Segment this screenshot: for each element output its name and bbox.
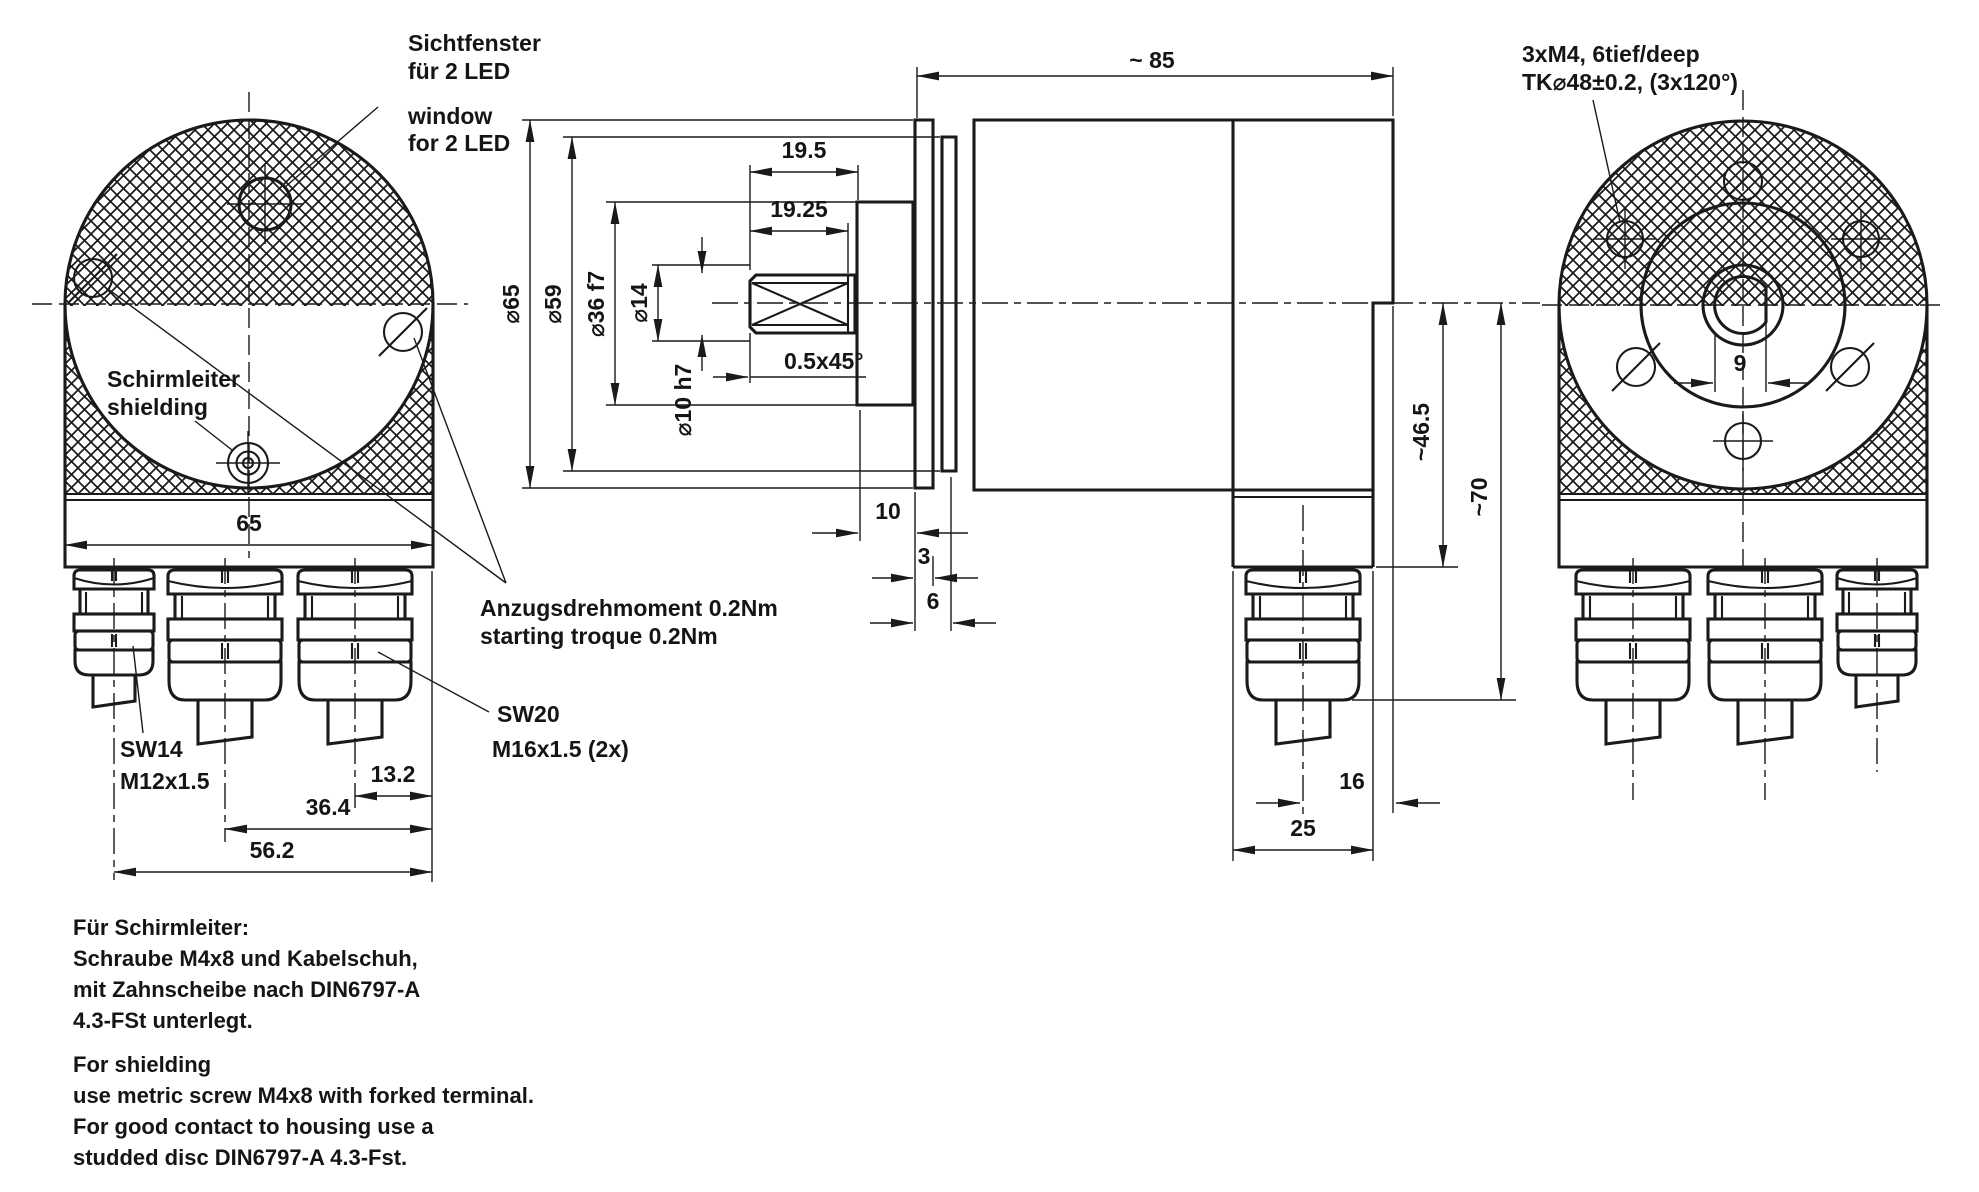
label-schirmleiter: Schirmleiter <box>107 366 240 392</box>
note-de-1: Für Schirmleiter: <box>73 915 249 940</box>
dim-19-25: 19.25 <box>749 196 849 273</box>
svg-text:6: 6 <box>927 588 940 614</box>
shield-terminal-screw <box>216 431 280 495</box>
label-sw20: SW20 <box>497 701 560 727</box>
svg-text:~70: ~70 <box>1466 477 1492 516</box>
housing-body <box>972 118 1395 492</box>
dim-13-2: 13.2 <box>354 761 433 801</box>
leader-shielding <box>194 420 233 451</box>
label-window-2: for 2 LED <box>408 130 510 156</box>
note-en-4: studded disc DIN6797-A 4.3-Fst. <box>73 1145 407 1170</box>
rear-clamp-hatch <box>1559 121 1928 494</box>
leader-led-window <box>284 106 379 188</box>
dim-d10: ⌀10 h7 <box>670 237 707 437</box>
dim-56-2: 56.2 <box>113 837 433 877</box>
gland-centerlines <box>113 558 356 880</box>
label-sw14: SW14 <box>120 736 183 762</box>
dim-19-5: 19.5 <box>749 137 859 270</box>
note-de-2: Schraube M4x8 und Kabelschuh, <box>73 946 418 971</box>
svg-text:~46.5: ~46.5 <box>1408 403 1434 461</box>
leader-sw14 <box>132 645 144 734</box>
label-m16: M16x1.5 (2x) <box>492 736 629 762</box>
pilot-d36 <box>855 200 915 407</box>
svg-text:3: 3 <box>918 543 931 569</box>
svg-text:65: 65 <box>236 510 262 536</box>
svg-text:19.5: 19.5 <box>782 137 827 163</box>
svg-text:⌀14: ⌀14 <box>626 283 652 323</box>
svg-text:19.25: 19.25 <box>770 196 828 222</box>
notes-block: Für Schirmleiter: Schraube M4x8 und Kabe… <box>73 915 534 1170</box>
dim-d65: ⌀65 <box>498 119 913 489</box>
rear-pilot-circle <box>1639 201 1847 409</box>
dim-36-4: 36.4 <box>224 794 433 834</box>
label-torque-de: Anzugsdrehmoment 0.2Nm <box>480 595 778 621</box>
dim-85: ~ 85 <box>916 47 1394 118</box>
dim-10: 10 <box>812 498 968 538</box>
dim-d36: ⌀36 f7 <box>583 201 857 406</box>
note-de-3: mit Zahnscheibe nach DIN6797-A <box>73 977 420 1002</box>
dim-chamfer: 0.5x45° <box>713 333 866 383</box>
label-torque-en: starting troque 0.2Nm <box>480 623 718 649</box>
svg-text:⌀36 f7: ⌀36 f7 <box>583 271 609 337</box>
leader-sw20 <box>377 651 490 713</box>
front-view: 65 13.2 36.4 56.2 Sichtfenster für 2 LED… <box>32 30 778 882</box>
label-tk48: TK⌀48±0.2, (3x120°) <box>1522 69 1738 95</box>
rear-clamp-joint-lines <box>1559 492 1927 502</box>
rear-hub-circle <box>1701 263 1785 347</box>
svg-text:⌀10 h7: ⌀10 h7 <box>670 364 696 437</box>
front-clamp-block <box>63 306 435 569</box>
flange-plate <box>913 118 935 490</box>
dim-25: 25 <box>1232 571 1374 861</box>
dim-3: 3 <box>872 543 978 583</box>
svg-text:16: 16 <box>1339 768 1365 794</box>
shaft <box>748 273 857 335</box>
label-3xm4: 3xM4, 6tief/deep <box>1522 41 1700 67</box>
dim-70: ~70 <box>1352 302 1516 701</box>
dim-d14: ⌀14 <box>626 264 663 342</box>
note-en-3: For good contact to housing use a <box>73 1114 434 1139</box>
front-clamp-hatch <box>65 120 434 494</box>
rear-housing-circle <box>1557 119 1929 491</box>
rear-bore-with-flat <box>1713 274 1768 336</box>
dim-6: 6 <box>870 588 996 628</box>
side-view: ⌀65 ⌀59 ⌀36 f7 ⌀14 ⌀10 h7 19.5 <box>498 47 1540 861</box>
svg-text:36.4: 36.4 <box>306 794 351 820</box>
label-sichtfenster-1: Sichtfenster <box>408 30 541 56</box>
svg-text:⌀65: ⌀65 <box>498 284 524 324</box>
dim-d59: ⌀59 <box>540 136 940 472</box>
label-m12: M12x1.5 <box>120 768 210 794</box>
dim-9: 9 <box>1674 322 1808 392</box>
svg-text:56.2: 56.2 <box>250 837 295 863</box>
svg-text:25: 25 <box>1290 815 1316 841</box>
svg-text:0.5x45°: 0.5x45° <box>784 348 864 374</box>
dim-16: 16 <box>1256 306 1440 813</box>
svg-text:13.2: 13.2 <box>371 761 416 787</box>
svg-text:9: 9 <box>1734 350 1747 376</box>
note-de-4: 4.3-FSt unterlegt. <box>73 1008 253 1033</box>
note-en-1: For shielding <box>73 1052 211 1077</box>
leader-m4 <box>1592 99 1621 223</box>
led-window <box>227 164 303 244</box>
dim-65: 65 <box>64 510 434 550</box>
flange-ext-lines <box>859 410 952 631</box>
rear-gland-centerlines <box>1632 558 1878 800</box>
dim-46-5: ~46.5 <box>1376 302 1458 568</box>
spacer-plate <box>940 135 958 473</box>
label-sichtfenster-2: für 2 LED <box>408 58 510 84</box>
front-housing-circle <box>63 118 435 490</box>
label-window-1: window <box>407 103 492 129</box>
leader-torque <box>107 288 507 584</box>
label-shielding: shielding <box>107 394 208 420</box>
svg-text:⌀59: ⌀59 <box>540 284 566 323</box>
svg-text:~ 85: ~ 85 <box>1129 47 1175 73</box>
front-clamp-joint-lines <box>65 492 433 502</box>
note-en-2: use metric screw M4x8 with forked termin… <box>73 1083 534 1108</box>
svg-text:10: 10 <box>875 498 901 524</box>
rear-view: 9 3xM4, 6tief/deep TK⌀48±0.2, (3x120°) <box>1522 41 1946 800</box>
rear-clamp-block <box>1557 306 1929 569</box>
